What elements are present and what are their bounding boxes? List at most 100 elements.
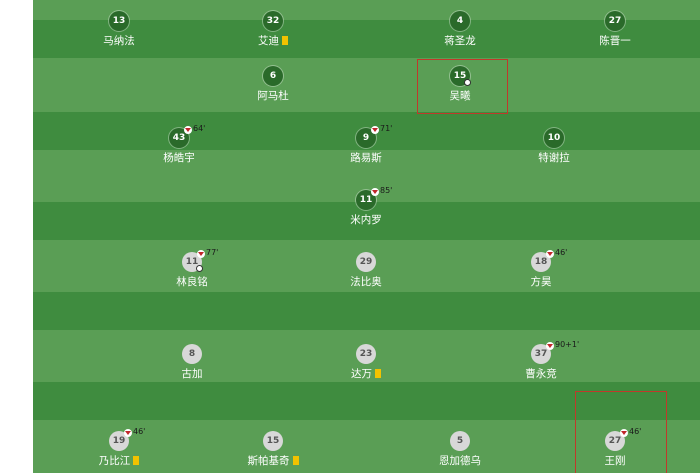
player-number-badge: 9 71' — [356, 124, 392, 148]
player-number: 43 — [172, 133, 186, 143]
goal-ball-icon — [464, 79, 471, 86]
player-name: 乃比江 — [98, 455, 131, 467]
pitch: 13 马纳法 32 艾迪 4 蒋圣龙 27 陈晋一 6 阿马杜 15 吴曦 43… — [33, 0, 700, 473]
player-number: 4 — [456, 16, 464, 26]
highlight-box — [417, 59, 508, 114]
player-away[interactable]: 8 古加 — [132, 344, 252, 381]
pitch-stripe — [33, 20, 700, 58]
player-number: 23 — [359, 349, 373, 359]
player-number-badge: 37 90+1' — [531, 340, 579, 364]
player-away[interactable]: 27 46' 王刚 — [555, 427, 675, 468]
player-name: 古加 — [181, 368, 203, 380]
player-number-badge: 11 77' — [182, 248, 218, 272]
player-home[interactable]: 32 艾迪 — [213, 11, 333, 48]
player-name: 杨皓宇 — [163, 152, 195, 164]
player-name: 艾迪 — [258, 35, 279, 47]
player-number-badge: 4 — [450, 11, 470, 31]
player-name: 方昊 — [530, 276, 552, 288]
player-home[interactable]: 11 85' 米内罗 — [306, 186, 426, 227]
highlight-box — [575, 391, 667, 473]
player-home[interactable]: 9 71' 路易斯 — [306, 124, 426, 165]
player-home[interactable]: 10 特谢拉 — [494, 128, 614, 165]
player-number-badge: 13 — [109, 11, 129, 31]
pitch-stripe — [33, 382, 700, 420]
player-away[interactable]: 11 77' 林良铭 — [132, 248, 252, 289]
player-number: 37 — [534, 349, 548, 359]
substitution-time: 71' — [380, 124, 393, 133]
player-home[interactable]: 13 马纳法 — [59, 11, 179, 48]
player-number: 15 — [453, 71, 467, 81]
player-name: 林良铭 — [176, 276, 208, 288]
player-number-badge: 8 — [182, 344, 202, 364]
player-number: 5 — [456, 436, 464, 446]
sub-out-arrow-icon — [620, 429, 628, 437]
player-name: 路易斯 — [350, 152, 382, 164]
player-number: 32 — [266, 16, 280, 26]
yellow-card-icon — [375, 369, 381, 378]
player-name: 阿马杜 — [257, 90, 289, 102]
player-number-badge: 19 46' — [109, 427, 145, 451]
player-home[interactable]: 6 阿马杜 — [213, 66, 333, 103]
player-number: 27 — [608, 16, 622, 26]
player-name: 米内罗 — [350, 214, 382, 226]
substitution-time: 77' — [206, 248, 219, 257]
player-number: 15 — [266, 436, 280, 446]
pitch-stripe — [33, 58, 700, 112]
player-number-badge: 23 — [356, 344, 376, 364]
sub-out-arrow-icon — [371, 188, 379, 196]
player-number: 11 — [185, 257, 199, 267]
player-number-badge: 27 — [605, 11, 625, 31]
player-number-badge: 6 — [263, 66, 283, 86]
player-away[interactable]: 18 46' 方昊 — [481, 248, 601, 289]
player-name: 达万 — [351, 368, 372, 380]
player-number: 18 — [534, 257, 548, 267]
player-away[interactable]: 23 达万 — [306, 344, 426, 381]
player-name-row: 乃比江 — [59, 455, 179, 468]
player-home[interactable]: 4 蒋圣龙 — [400, 11, 520, 48]
player-name: 吴曦 — [449, 90, 471, 102]
player-number: 27 — [608, 436, 622, 446]
player-number-badge: 15 — [450, 66, 471, 86]
player-name: 王刚 — [604, 455, 626, 467]
player-number-badge: 32 — [263, 11, 283, 31]
player-away[interactable]: 15 斯帕基奇 — [213, 431, 333, 468]
player-away[interactable]: 29 法比奥 — [306, 252, 426, 289]
player-name: 特谢拉 — [538, 152, 570, 164]
pitch-stripe — [33, 420, 700, 473]
substitution-time: 46' — [629, 427, 642, 436]
player-number: 19 — [112, 436, 126, 446]
player-away[interactable]: 19 46' 乃比江 — [59, 427, 179, 468]
player-number: 29 — [359, 257, 373, 267]
substitution-time: 90+1' — [555, 340, 580, 349]
sub-out-arrow-icon — [197, 250, 205, 258]
yellow-card-icon — [292, 456, 299, 465]
sub-out-arrow-icon — [184, 126, 192, 134]
sub-out-arrow-icon — [371, 126, 379, 134]
player-number-badge: 11 85' — [356, 186, 392, 210]
player-number: 6 — [269, 71, 277, 81]
player-name-row: 达万 — [306, 368, 426, 381]
player-name: 蒋圣龙 — [444, 35, 476, 47]
yellow-card-icon — [133, 456, 140, 465]
substitution-time: 46' — [555, 248, 568, 257]
player-number: 9 — [362, 133, 370, 143]
player-away[interactable]: 5 恩加德乌 — [400, 431, 520, 468]
player-number: 8 — [188, 349, 196, 359]
player-number-badge: 18 46' — [531, 248, 567, 272]
player-number: 11 — [359, 195, 373, 205]
player-number: 13 — [112, 16, 126, 26]
substitution-time: 46' — [133, 427, 146, 436]
player-name-row: 艾迪 — [213, 35, 333, 48]
player-number: 10 — [547, 133, 561, 143]
player-number-badge: 29 — [356, 252, 376, 272]
player-home[interactable]: 15 吴曦 — [400, 66, 520, 103]
substitution-time: 85' — [380, 186, 393, 195]
sub-out-arrow-icon — [124, 429, 132, 437]
player-home[interactable]: 27 陈晋一 — [555, 11, 675, 48]
yellow-card-icon — [282, 36, 288, 45]
player-name: 恩加德乌 — [439, 455, 481, 467]
player-number-badge: 5 — [450, 431, 470, 451]
